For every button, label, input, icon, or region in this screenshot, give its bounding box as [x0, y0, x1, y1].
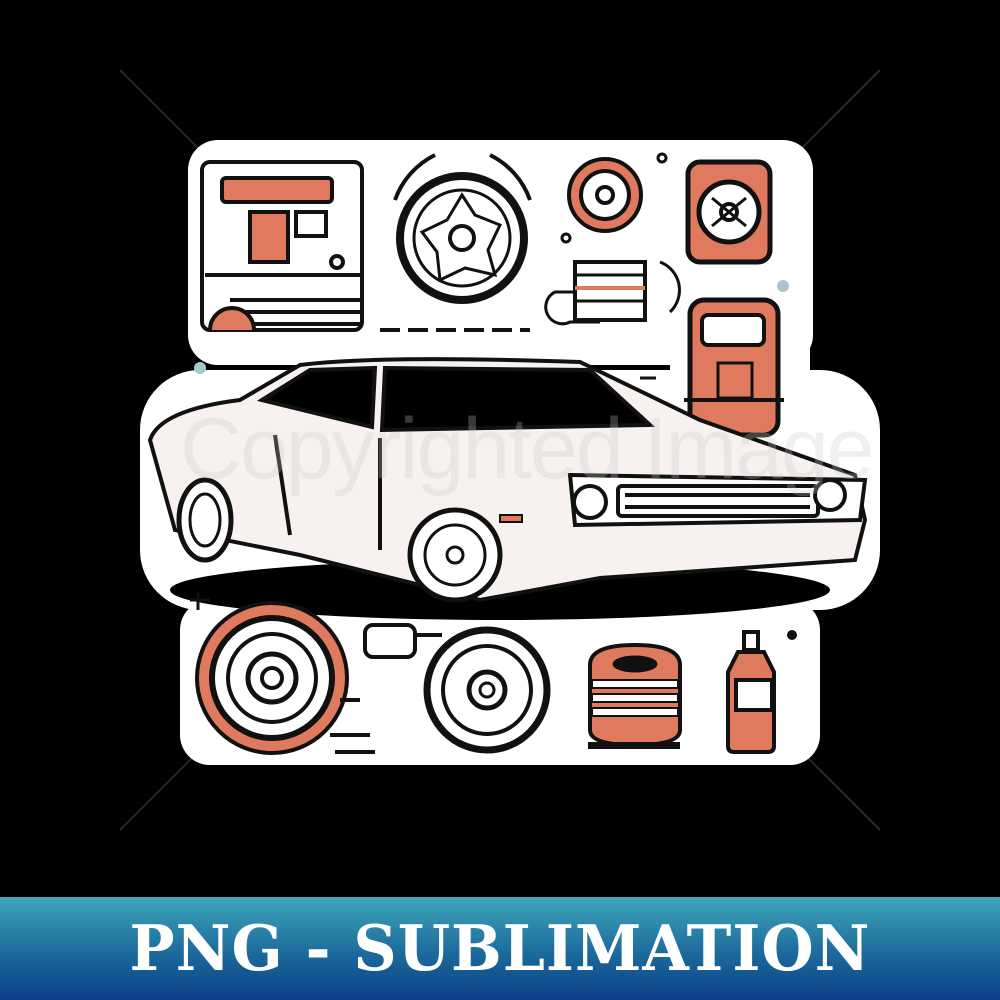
- muscle-car-illustration: [147, 357, 868, 603]
- speaker-icon: [560, 152, 668, 244]
- radiator-icon: [544, 260, 681, 326]
- engine-block-icon: [684, 297, 784, 438]
- decor-dot: [194, 362, 206, 374]
- alloy-wheel-icon: [380, 153, 532, 332]
- brake-disc-stack-icon: [588, 642, 682, 749]
- banner-label: PNG - SUBLIMATION: [129, 911, 871, 986]
- sublimation-banner: PNG - SUBLIMATION: [0, 897, 1000, 1000]
- oil-bottle-icon: [726, 630, 797, 754]
- turbo-fan-icon: [685, 159, 789, 292]
- rim-icon: [423, 626, 551, 754]
- car-wheels: [176, 477, 503, 603]
- connector-icon: [330, 623, 442, 754]
- artwork-area: Copyrighted Image: [119, 69, 881, 831]
- decor-marks: [190, 376, 656, 610]
- dashboard-panel-icon: [200, 160, 364, 332]
- red-tire-icon: [195, 601, 349, 755]
- sticker-illustration: [119, 69, 881, 831]
